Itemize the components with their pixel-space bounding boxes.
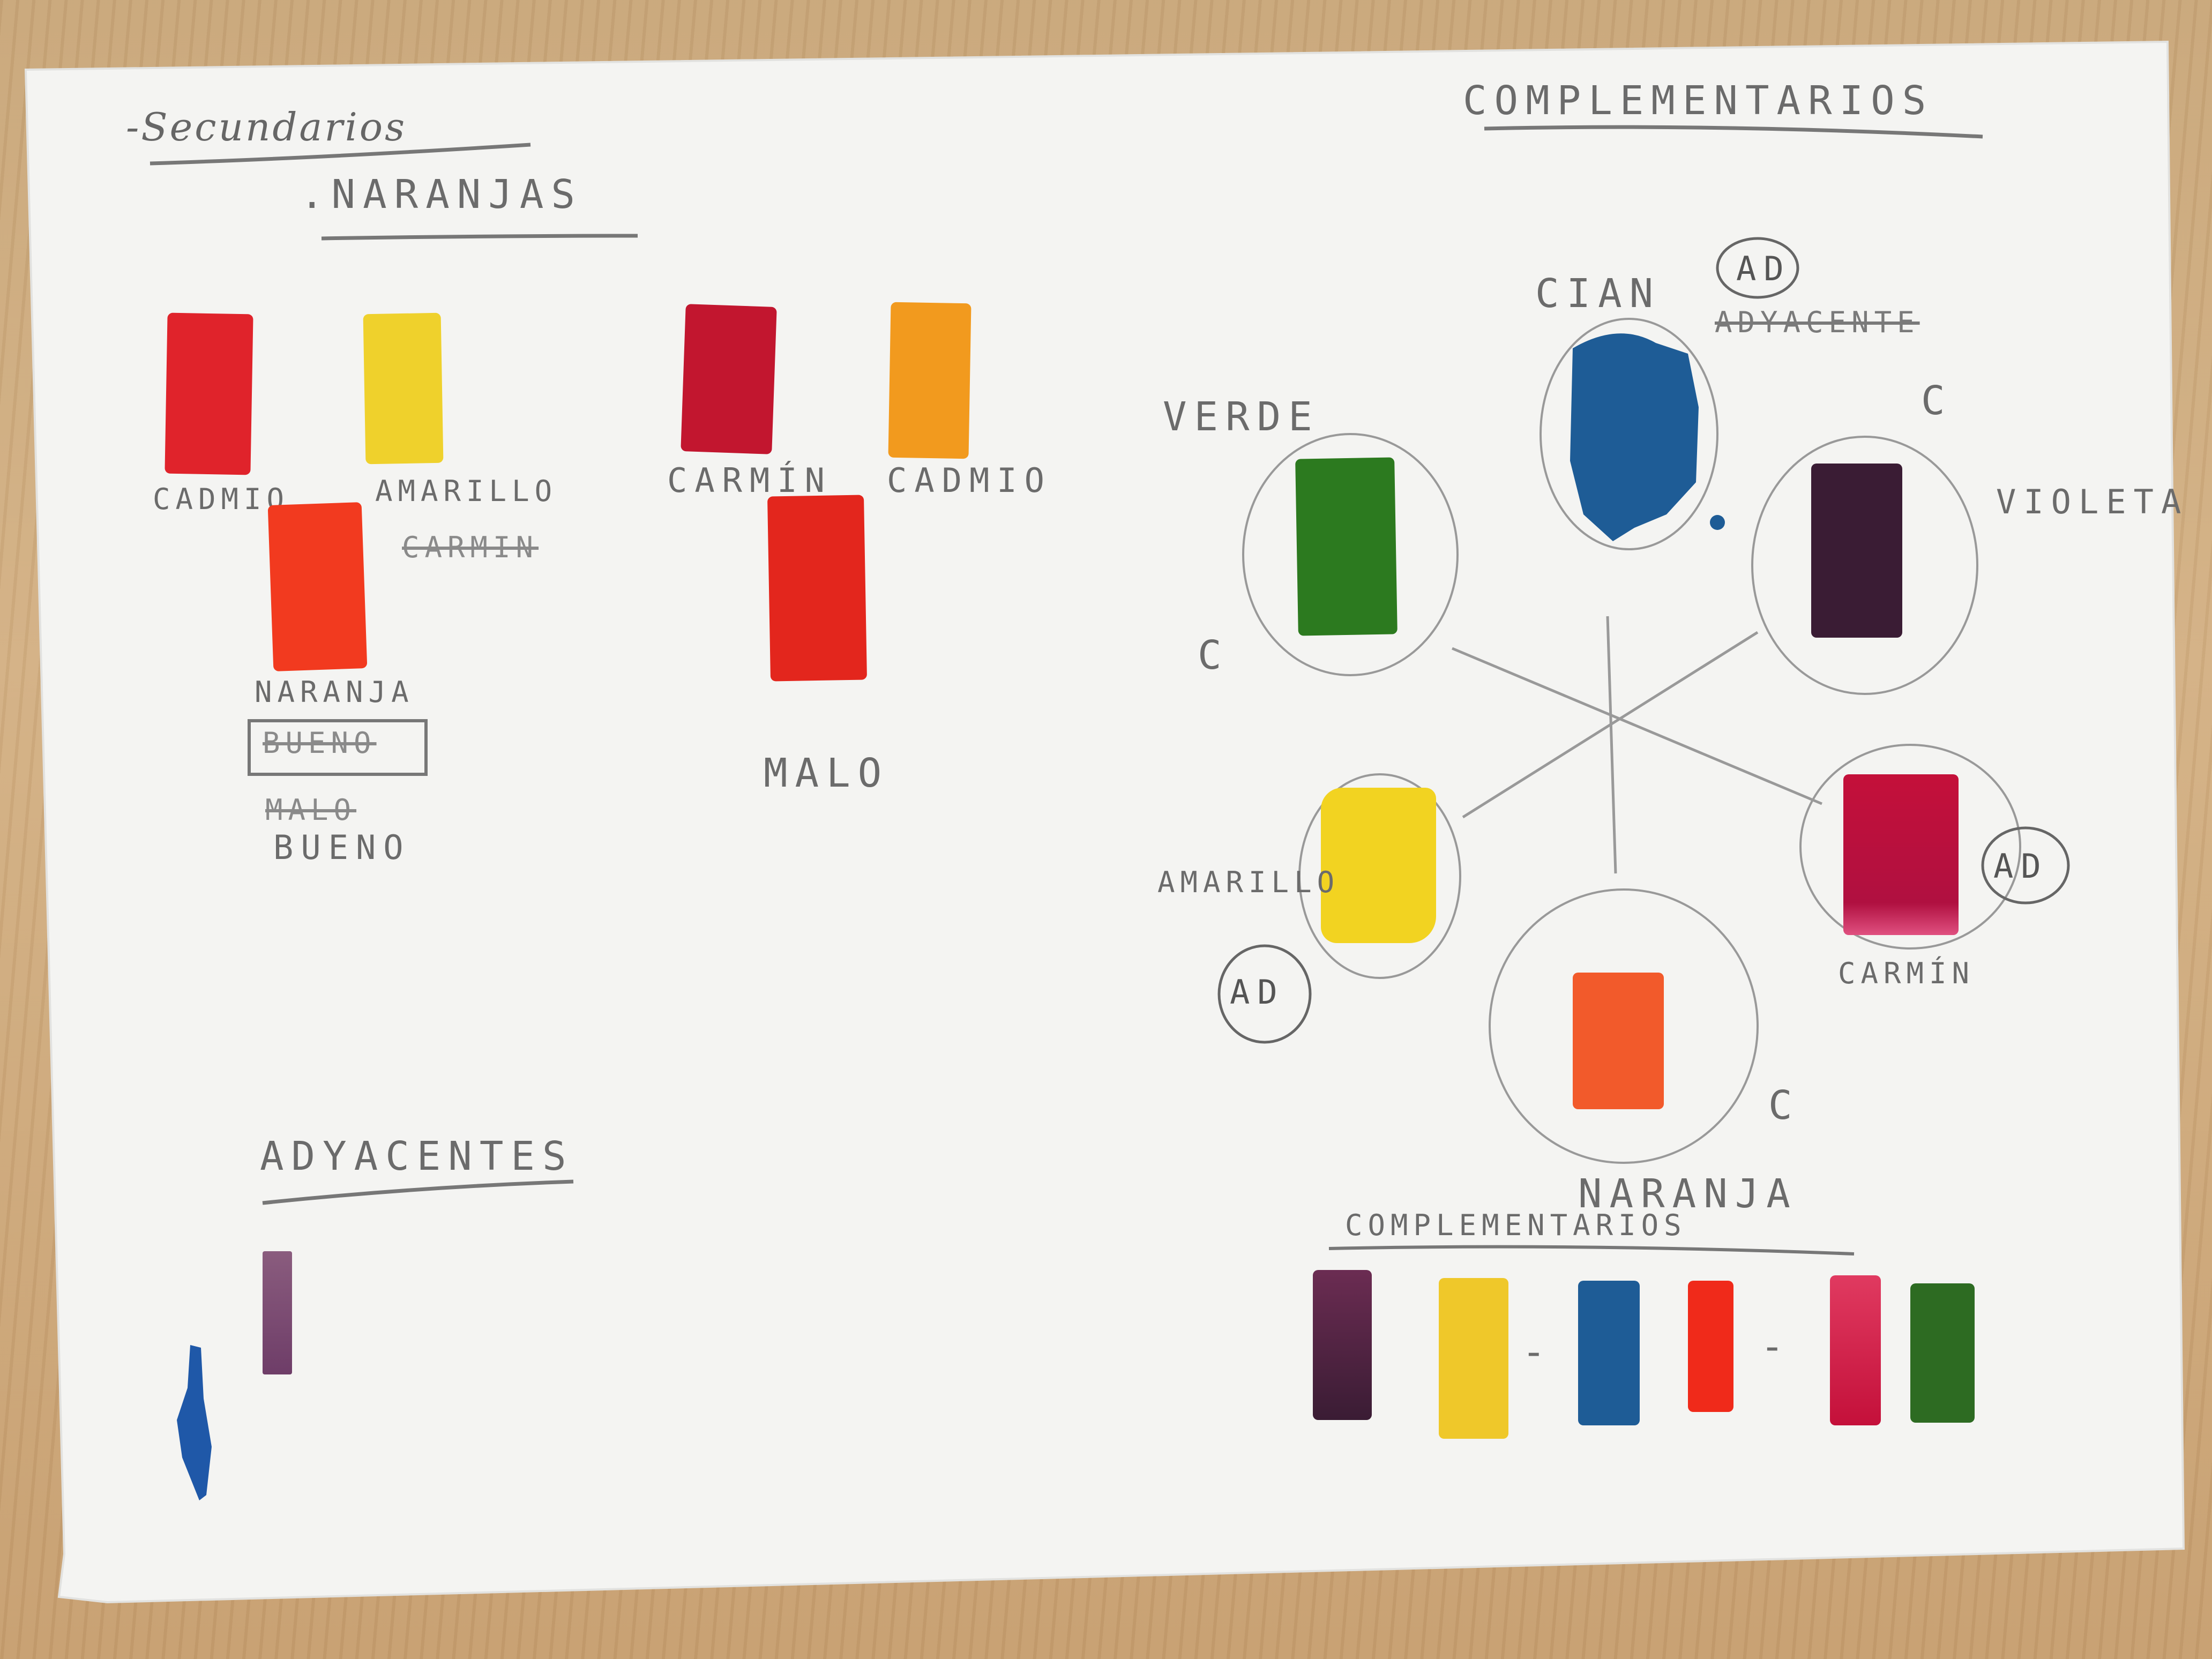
dash-1: - <box>1522 1329 1553 1375</box>
complementarios-bottom-heading: COMPLEMENTARIOS <box>1345 1208 1687 1242</box>
swatch-adyacente-violet <box>263 1251 292 1374</box>
label-malo-struck: MALO <box>265 793 357 827</box>
secundarios-heading: -Secundarios <box>126 104 407 150</box>
swatch-carmin-wheel <box>1843 774 1959 935</box>
swatch-row-naranja <box>1688 1281 1733 1412</box>
swatch-row-carmin <box>1830 1275 1881 1425</box>
label-c-bottom: C <box>1768 1082 1800 1129</box>
label-cadmio-1: CADMIO <box>153 482 290 516</box>
label-bueno: BUENO <box>273 828 411 867</box>
label-naranja-wheel: NARANJA <box>1578 1171 1798 1217</box>
swatch-naranja-wheel <box>1573 973 1664 1109</box>
label-carmin-left: CARMÍN <box>667 461 832 500</box>
label-adyacente-struck: ADYACENTE <box>1715 305 1920 339</box>
dash-2: - <box>1760 1324 1792 1370</box>
mark-ad-right: AD <box>1993 847 2049 886</box>
label-amarillo-wheel: AMARILLO <box>1157 865 1340 899</box>
label-carmin-wheel: CARMÍN <box>1838 956 1975 990</box>
swatch-amarillo-wheel <box>1321 788 1436 943</box>
label-c-left: C <box>1198 632 1229 678</box>
swatch-row-verde <box>1910 1283 1975 1423</box>
swatch-row-cian <box>1578 1281 1640 1425</box>
label-malo: MALO <box>764 750 890 796</box>
label-amarillo: AMARILLO <box>375 474 558 508</box>
swatch-row-amarillo <box>1439 1278 1508 1439</box>
label-carmin-struck: CARMIN <box>402 530 539 564</box>
label-cian: CIAN <box>1535 271 1661 317</box>
mark-ad-top: AD <box>1736 249 1791 288</box>
naranjas-heading: .NARANJAS <box>300 171 582 218</box>
swatch-violeta <box>1811 464 1902 638</box>
label-c-top: C <box>1921 378 1953 424</box>
label-cadmio-2: CADMIO <box>887 461 1052 500</box>
mark-ad-left: AD <box>1230 973 1285 1012</box>
swatch-row-violeta <box>1313 1270 1372 1420</box>
swatch-verde <box>1295 457 1398 636</box>
adyacentes-heading: ADYACENTES <box>260 1133 574 1179</box>
label-naranja-left: NARANJA <box>255 675 414 709</box>
label-violeta: VIOLETA <box>1996 482 2189 521</box>
complementarios-heading: COMPLEMENTARIOS <box>1463 78 1934 124</box>
label-bueno-struck: BUENO <box>263 726 377 760</box>
label-verde: VERDE <box>1163 394 1320 440</box>
